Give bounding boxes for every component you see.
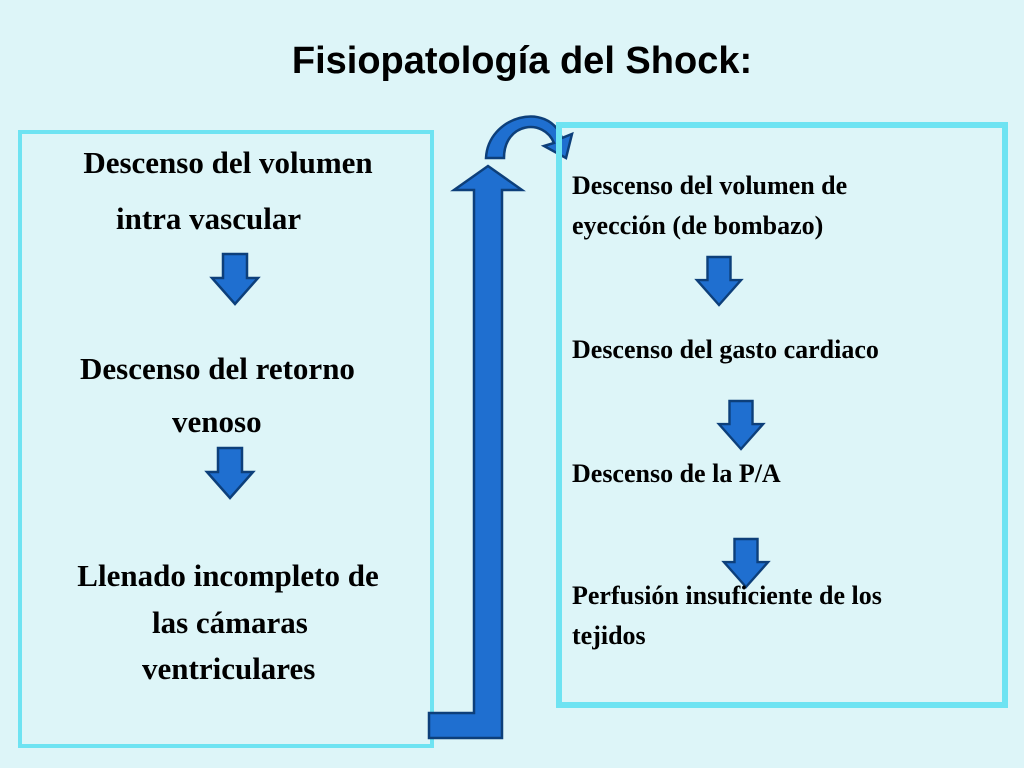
left-flow-box: [18, 130, 434, 748]
left-step3-line2: las cámaras: [152, 605, 308, 640]
page-title: Fisiopatología del Shock:: [291, 40, 753, 82]
right-step1-line2: eyección (de bombazo): [572, 211, 824, 240]
down-arrow-icon: [716, 399, 766, 451]
left-step2-line1: Descenso del retorno: [80, 351, 355, 386]
left-step1-line2: intra vascular: [116, 201, 302, 236]
right-step4-line2: tejidos: [572, 621, 646, 650]
left-step3-line1: Llenado incompleto de: [77, 558, 379, 593]
down-arrow-icon: [209, 252, 261, 306]
down-arrow-icon: [694, 255, 744, 307]
right-flow-box: [556, 122, 1008, 708]
up-connector-arrow-icon: [427, 164, 526, 740]
right-step4-line1: Perfusión insuficiente de los: [572, 581, 882, 610]
right-step1-line1: Descenso del volumen de: [572, 171, 848, 200]
right-step2: Descenso del gasto cardiaco: [572, 335, 879, 364]
down-arrow-icon: [721, 537, 771, 589]
left-step3-line3: ventriculares: [142, 651, 316, 686]
left-step2-line2: venoso: [172, 404, 262, 439]
left-step1-line1: Descenso del volumen: [83, 145, 373, 180]
down-arrow-icon: [204, 446, 256, 500]
right-step3: Descenso de la P/A: [572, 459, 781, 488]
curved-arrow-icon: [484, 115, 574, 160]
